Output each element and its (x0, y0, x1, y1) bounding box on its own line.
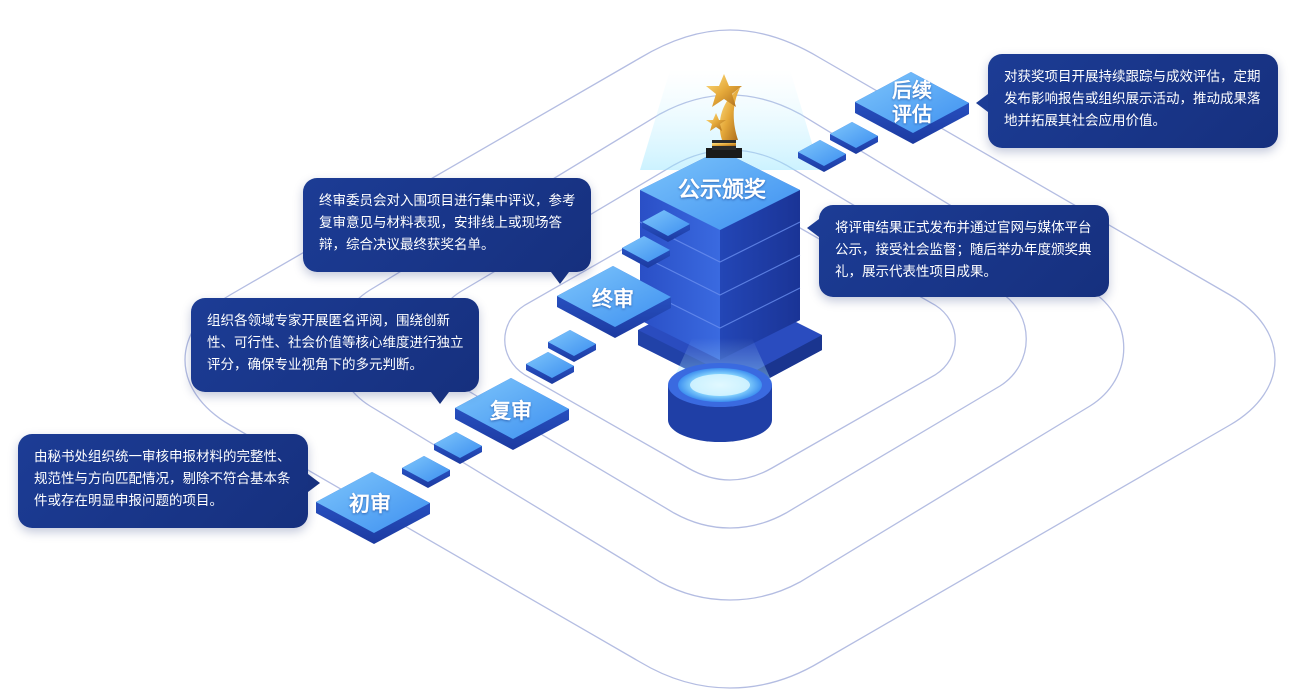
callout-chushen: 由秘书处组织统一审核申报材料的完整性、规范性与方向匹配情况，剔除不符合基本条件或… (18, 434, 320, 528)
stage-label-houxu-line2: 评估 (892, 102, 932, 126)
stage-label-zhongshen: 终审 (592, 287, 634, 311)
callout-houxu: 对获奖项目开展持续跟踪与成效评估，定期发布影响报告或组织展示活动，推动成果落地并… (976, 54, 1278, 148)
tower (639, 150, 801, 360)
stage-label-houxu: 后续 评估 (872, 78, 952, 126)
callout-zhongshen: 终审委员会对入围项目进行集中评议，参考复审意见与材料表现，安排线上或现场答辩，综… (303, 178, 591, 284)
glow-disc (668, 338, 772, 442)
callout-gongshi: 将评审结果正式发布并通过官网与媒体平台公示，接受社会监督；随后举办年度颁奖典礼，… (807, 205, 1109, 297)
stage-label-fushen: 复审 (490, 399, 532, 423)
callout-fushen: 组织各领域专家开展匿名评阅，围绕创新性、可行性、社会价值等核心维度进行独立评分，… (191, 298, 479, 404)
stage-platform-fushen[interactable] (455, 378, 569, 450)
step-tiles (402, 122, 878, 488)
stage-label-houxu-line1: 后续 (892, 78, 932, 102)
stage-label-chushen: 初审 (349, 492, 391, 516)
star-trophy-icon (706, 74, 742, 158)
stage-platform-chushen[interactable] (316, 472, 430, 544)
stage-platform-zhongshen[interactable] (557, 266, 671, 338)
stage-label-gongshi: 公示颁奖 (677, 178, 766, 203)
stage-platform-houxu[interactable] (855, 72, 969, 144)
